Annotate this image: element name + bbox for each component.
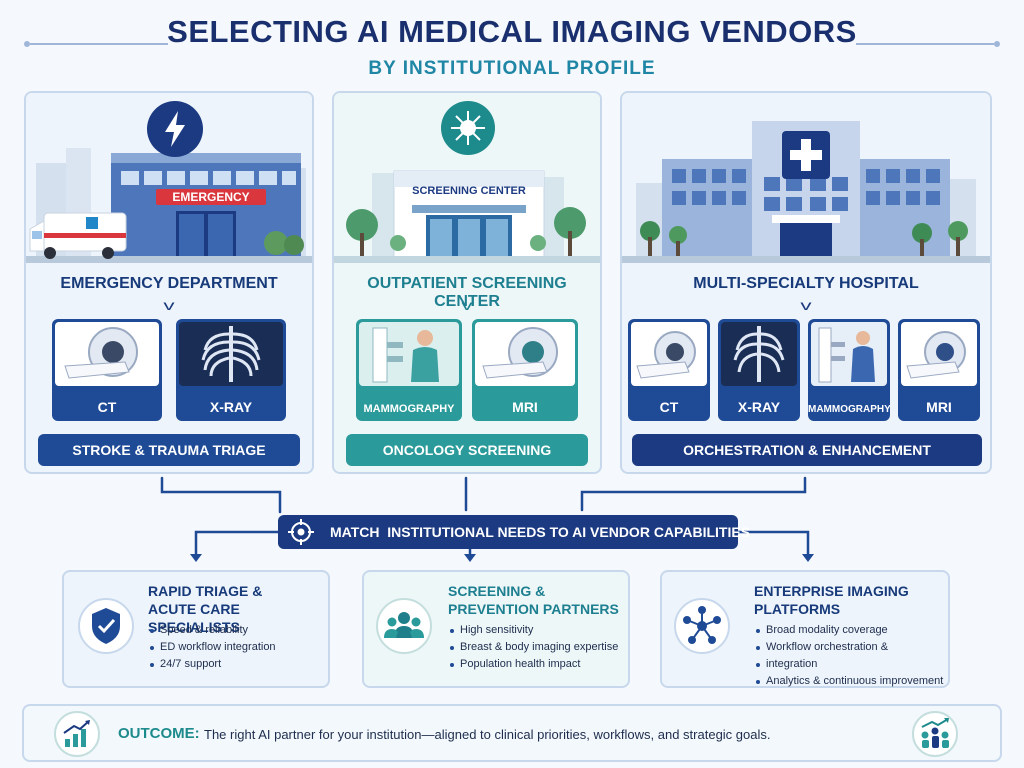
chevron-down-icon: v (800, 297, 812, 313)
page-subtitle: BY INSTITUTIONAL PROFILE (368, 58, 656, 79)
list-item: ED workflow integration (148, 639, 328, 656)
vendor-bullet-list: High sensitivity Breast & body imaging e… (448, 622, 630, 673)
vendor-card-rapid-triage: RAPID TRIAGE & ACUTE CARE SPECIALISTS Sp… (62, 570, 330, 688)
use-case-orchestration: ORCHESTRATION & ENHANCEMENT (632, 434, 982, 466)
tile-label-ct: CT (659, 399, 679, 415)
tile-label-xray: X-RAY (209, 399, 253, 415)
use-case-stroke-trauma: STROKE & TRAUMA TRIAGE (38, 434, 300, 466)
mammography-icon (811, 322, 887, 386)
ambulance-icon (29, 212, 127, 259)
chevron-down-icon: v (461, 297, 473, 313)
panel-title-emergency: EMERGENCY DEPARTMENT (60, 275, 278, 292)
target-icon (288, 519, 314, 545)
shield-check-icon (78, 598, 134, 654)
medical-cross-icon (782, 131, 830, 179)
tile-xray: X-RAY (718, 319, 800, 421)
hospital-building-illustration (622, 93, 990, 263)
tile-label-ct: CT (97, 399, 117, 415)
decor-line-left (30, 43, 168, 45)
starburst-icon (441, 101, 495, 155)
tile-ct: CT (52, 319, 162, 421)
chest-xray-icon (179, 322, 283, 386)
screening-sign: SCREENING CENTER (412, 185, 526, 197)
list-item: 24/7 support (148, 656, 328, 673)
mammography-icon (359, 322, 459, 386)
vendor-bullet-list: Broad modality coverage Workflow orchest… (754, 622, 948, 690)
lightning-icon (147, 101, 203, 157)
vendor-title: RAPID TRIAGE & ACUTE CARE SPECIALISTS (148, 583, 263, 635)
emergency-sign: EMERGENCY (172, 190, 249, 204)
panel-title-screening: OUTPATIENT SCREENING CENTER (367, 275, 567, 310)
match-needs-bar: MATCH INSTITUTIONAL NEEDS TO AI VENDOR C… (278, 515, 750, 549)
list-item: Breast & body imaging expertise (448, 639, 630, 656)
page-title: SELECTING AI MEDICAL IMAGING VENDORS (167, 14, 857, 49)
panel-outpatient-screening: SCREENING CENTER OUTPATIENT SCREENING CE… (332, 91, 602, 474)
tile-mri: MRI (898, 319, 980, 421)
use-case-oncology-screening: ONCOLOGY SCREENING (346, 434, 588, 466)
list-item: integration (754, 656, 948, 673)
mri-scanner-icon (901, 322, 977, 386)
list-item: Population health impact (448, 656, 630, 673)
vendor-title: ENTERPRISE IMAGING PLATFORMS (754, 583, 909, 617)
mri-scanner-icon (475, 322, 575, 386)
tile-mammography: MAMMOGRAPHY (356, 319, 462, 421)
chevron-down-icon: v (163, 297, 175, 313)
outcome-banner: OUTCOME: The right AI partner for your i… (22, 704, 1002, 762)
tile-label-mammography: MAMMOGRAPHY (808, 404, 890, 415)
tile-label-mammography: MAMMOGRAPHY (363, 403, 455, 415)
panel-emergency-department: EMERGENCY EMERGENCY DEPARTMENT v (24, 91, 314, 474)
chest-xray-icon (721, 322, 797, 386)
decor-line-right (856, 43, 994, 45)
vendor-card-enterprise-platforms: ENTERPRISE IMAGING PLATFORMS Broad modal… (660, 570, 950, 688)
tile-mri: MRI (472, 319, 578, 421)
outcome-label: OUTCOME: (118, 725, 200, 742)
tile-xray: X-RAY (176, 319, 286, 421)
decor-dot-left (24, 41, 30, 47)
list-item: Broad modality coverage (754, 622, 948, 639)
ct-scanner-icon (55, 322, 159, 386)
list-item: High sensitivity (448, 622, 630, 639)
ct-scanner-icon (631, 322, 707, 386)
list-item: Speed & reliability (148, 622, 328, 639)
tile-mammography: MAMMOGRAPHY (808, 319, 890, 421)
tile-label-mri: MRI (926, 399, 952, 415)
vendor-card-screening-partners: SCREENING & PREVENTION PARTNERS High sen… (362, 570, 630, 688)
list-item: Workflow orchestration & (754, 639, 948, 656)
match-label: MATCH INSTITUTIONAL NEEDS TO AI VENDOR C… (330, 524, 751, 540)
panel-multi-specialty-hospital: MULTI-SPECIALTY HOSPITAL v CT X-RAY (620, 91, 992, 474)
people-growth-icon (912, 711, 958, 757)
vendor-bullet-list: Speed & reliability ED workflow integrat… (148, 622, 328, 673)
panel-title-hospital: MULTI-SPECIALTY HOSPITAL (693, 275, 919, 292)
tile-ct: CT (628, 319, 710, 421)
tile-label-xray: X-RAY (737, 399, 781, 415)
bar-chart-growth-icon (54, 711, 100, 757)
tile-label-mri: MRI (512, 399, 538, 415)
outcome-text: The right AI partner for your institutio… (204, 727, 771, 742)
network-hub-icon (674, 598, 730, 654)
vendor-title: SCREENING & PREVENTION PARTNERS (448, 583, 619, 617)
decor-dot-right (994, 41, 1000, 47)
list-item: Analytics & continuous improvement (754, 673, 948, 690)
people-group-icon (376, 598, 432, 654)
